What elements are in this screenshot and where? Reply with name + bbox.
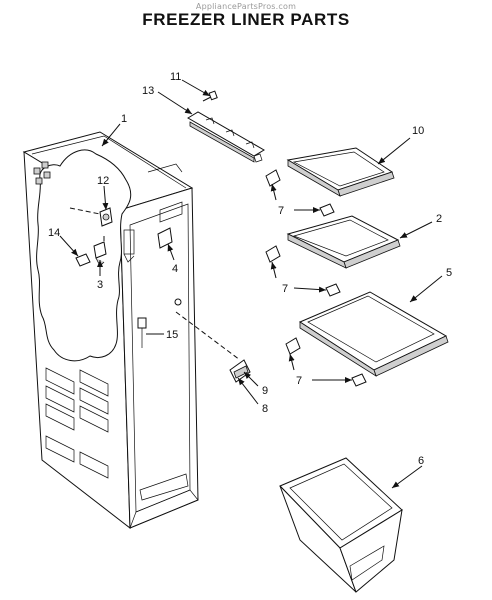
callout-11: 11	[170, 71, 181, 83]
crisper-bin-part-6	[279, 457, 403, 593]
shelf-part-5	[298, 291, 449, 377]
callout-8: 8	[262, 403, 268, 415]
shelf-part-10	[286, 147, 395, 197]
callout-labels: 1 11 13 12 14 3 4 15 9 8 10 2 5 6 7 7 7	[48, 71, 452, 467]
damper-parts	[137, 298, 251, 383]
callout-4: 4	[172, 263, 178, 275]
callout-9: 9	[262, 385, 268, 397]
liner-wells	[45, 367, 109, 479]
callout-7-top: 7	[278, 205, 284, 217]
callout-7-middle: 7	[282, 283, 288, 295]
callout-5: 5	[446, 267, 452, 279]
shelf-part-2	[286, 215, 401, 269]
callout-15: 15	[166, 329, 178, 341]
callout-12: 12	[97, 175, 109, 187]
watermark: AppliancePartsPros.com	[195, 2, 297, 11]
callout-3: 3	[97, 279, 103, 291]
callout-7-bottom: 7	[296, 375, 302, 387]
callout-13: 13	[142, 85, 154, 97]
shelf-supports-part-7	[265, 169, 367, 387]
screw-part-11	[202, 90, 218, 102]
leader-lines	[59, 79, 443, 489]
rail-part-13	[187, 111, 265, 163]
callout-2: 2	[436, 213, 442, 225]
callout-14: 14	[48, 227, 60, 239]
callout-10: 10	[412, 125, 424, 137]
callout-1: 1	[121, 113, 127, 125]
callout-6: 6	[418, 455, 424, 467]
page-title: FREEZER LINER PARTS	[142, 10, 350, 29]
